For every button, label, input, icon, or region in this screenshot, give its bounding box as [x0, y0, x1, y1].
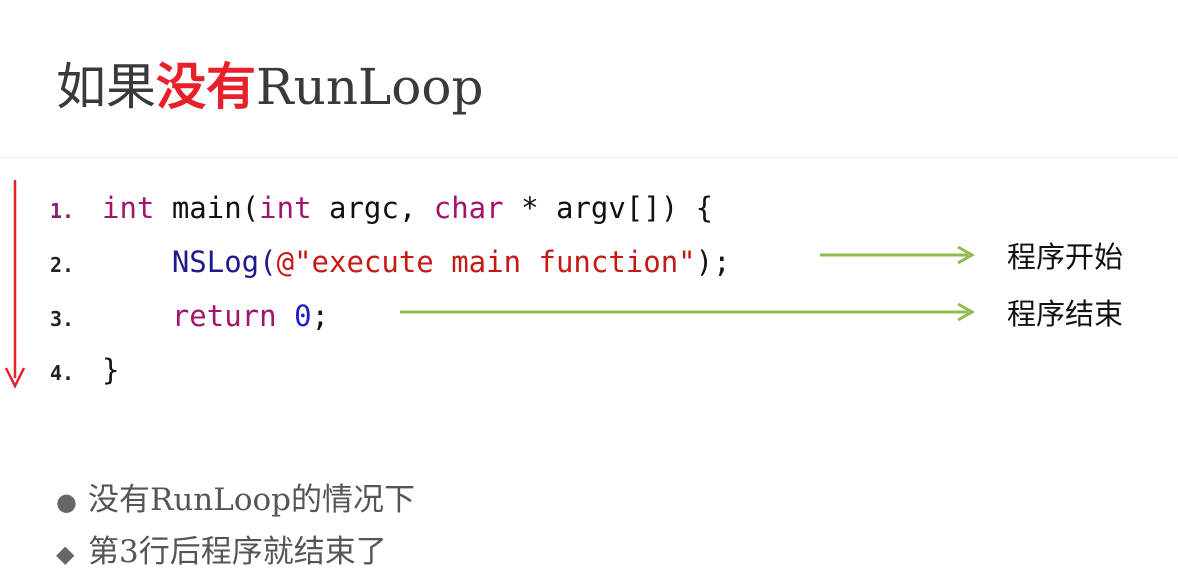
bullet-text: 第3行后程序就结束了 — [88, 534, 387, 570]
code-line-2: 2. NSLog(@"execute main function"); — [50, 240, 731, 294]
annotation-program-end: 程序结束 — [1007, 297, 1124, 331]
code-token: } — [102, 353, 120, 387]
code-block: 1. int main(int argc, char * argv[]) { 2.… — [50, 186, 731, 402]
bullet-text: 没有RunLoop的情况下 — [88, 482, 416, 518]
line-number: 2. — [50, 253, 75, 277]
code-token: return — [171, 299, 277, 333]
slide-title: 如果没有RunLoop — [56, 52, 483, 122]
arrow-right-icon — [400, 302, 976, 322]
bullet-item: ◆ 第3行后程序就结束了 — [56, 530, 415, 582]
arrow-right-icon — [820, 245, 976, 265]
code-token: int — [259, 191, 312, 225]
code-token: main( — [154, 191, 260, 225]
line-number: 1. — [50, 199, 75, 223]
code-line-4: 4.} — [50, 348, 731, 402]
line-number: 4. — [50, 361, 75, 385]
code-token: NSLog( — [102, 245, 277, 279]
code-token: int — [102, 191, 155, 225]
bullet-item: ● 没有RunLoop的情况下 — [56, 478, 415, 530]
code-token: * argv[]) { — [503, 191, 714, 225]
circle-bullet-icon: ● — [56, 488, 77, 516]
title-suffix: RunLoop — [256, 58, 484, 116]
code-token: ; — [311, 299, 330, 333]
code-line-3: 3. return 0; — [50, 294, 731, 348]
annotation-program-start: 程序开始 — [1007, 240, 1124, 274]
code-line-1: 1. int main(int argc, char * argv[]) { — [50, 186, 731, 240]
code-token: char — [433, 191, 504, 225]
code-token: ); — [695, 245, 731, 279]
diamond-bullet-icon: ◆ — [56, 540, 75, 568]
line-number: 3. — [50, 307, 75, 331]
code-token: argc, — [311, 191, 434, 225]
bullet-list: ● 没有RunLoop的情况下 ◆ 第3行后程序就结束了 — [56, 478, 415, 582]
title-highlight: 没有 — [156, 57, 256, 116]
title-divider — [0, 157, 1178, 158]
code-token: 0 — [294, 299, 312, 333]
code-token: @"execute main function" — [276, 245, 696, 279]
title-prefix: 如果 — [56, 58, 156, 116]
execution-flow-arrow-icon — [4, 180, 26, 389]
